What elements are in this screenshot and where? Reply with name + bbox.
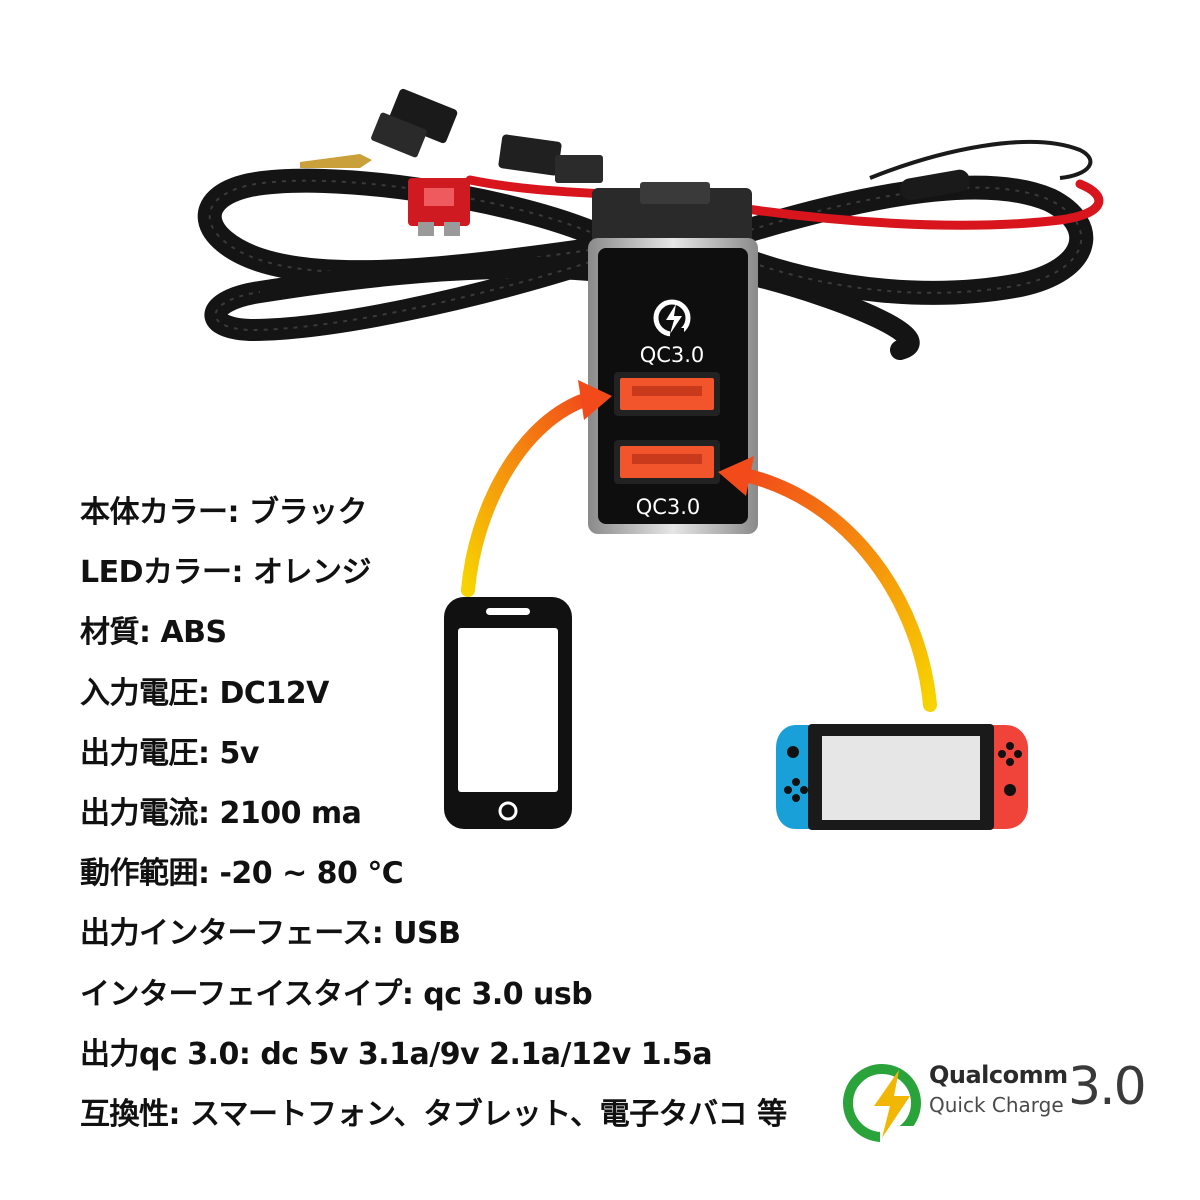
qualcomm-quick-charge-logo: Qualcomm Quick Charge 3.0 <box>842 1045 1147 1155</box>
spec-value: 5v <box>219 735 259 771</box>
spec-row: 入力電圧DC12V <box>80 671 780 731</box>
smartphone-icon <box>444 597 572 829</box>
spec-label: 本体カラー <box>80 495 249 530</box>
spec-label: 出力電流 <box>80 796 219 831</box>
spec-label: 入力電圧 <box>80 676 219 711</box>
braided-cable-left-lower <box>204 251 601 342</box>
ground-wire <box>869 139 1093 180</box>
spec-list: 本体カラーブラックLEDカラーオレンジ材質ABS入力電圧DC12V出力電圧5v出… <box>80 490 787 1152</box>
spec-value: 2100 ma <box>219 795 362 831</box>
spec-row: 互換性スマートフォン、タブレット、電子タバコ 等 <box>80 1092 787 1152</box>
spec-label: 材質 <box>80 615 160 650</box>
spec-row: 出力電圧5v <box>80 731 780 791</box>
spec-row: インターフェイスタイプqc 3.0 usb <box>80 972 780 1032</box>
spec-row: 出力qc 3.0dc 5v 3.1a/9v 2.1a/12v 1.5a <box>80 1032 780 1092</box>
spec-value: スマートフォン、タブレット、電子タバコ 等 <box>189 1096 787 1132</box>
spec-row: 本体カラーブラック <box>80 490 780 550</box>
spec-value: ABS <box>160 615 227 651</box>
spade-terminal <box>300 154 372 168</box>
red-power-wire <box>465 175 1104 230</box>
spec-label: 互換性 <box>80 1097 190 1132</box>
spec-row: 動作範囲-20 ~ 80 ℃ <box>80 851 780 911</box>
arrow-to-bottom-port <box>718 456 937 712</box>
spec-row: 出力インターフェースUSB <box>80 911 780 971</box>
usb-port-top <box>614 372 720 416</box>
logo-brand: Qualcomm <box>929 1061 1068 1089</box>
spec-label: LEDカラー <box>80 555 253 590</box>
spec-label: 出力電圧 <box>80 736 219 771</box>
braided-cable-right-lower <box>740 265 920 360</box>
spec-row: 出力電流2100 ma <box>80 791 780 851</box>
usb-charger-module: QC3.0 QC3.0 <box>588 182 758 534</box>
wiring-harness <box>197 88 1104 360</box>
quick-charge-icon <box>653 299 691 338</box>
spec-value: qc 3.0 usb <box>423 976 593 1012</box>
qualcomm-qc-logo-icon <box>843 1064 921 1144</box>
spec-value: ブラック <box>248 495 368 530</box>
spec-value: オレンジ <box>252 555 372 591</box>
usb-port-bottom <box>614 440 720 484</box>
spec-label: 出力qc 3.0 <box>80 1037 260 1072</box>
logo-product: Quick Charge <box>929 1093 1064 1117</box>
spec-row: LEDカラーオレンジ <box>80 550 780 610</box>
handheld-console-icon <box>776 724 1028 830</box>
spec-label: インターフェイスタイプ <box>80 977 423 1012</box>
spec-label: 動作範囲 <box>80 856 219 891</box>
spec-value: dc 5v 3.1a/9v 2.1a/12v 1.5a <box>260 1036 713 1072</box>
spec-label: 出力インターフェース <box>80 916 393 951</box>
spec-row: 材質ABS <box>80 610 780 670</box>
inline-fuse-holder <box>900 169 970 201</box>
blade-fuse <box>408 178 470 236</box>
logo-version: 3.0 <box>1068 1057 1147 1117</box>
arrow-to-top-port <box>461 380 612 597</box>
module-label-top: QC3.0 <box>640 343 705 367</box>
spec-value: DC12V <box>219 675 329 711</box>
spec-value: -20 ~ 80 ℃ <box>219 856 404 892</box>
spec-value: USB <box>393 916 461 952</box>
connector-top-left <box>371 88 603 183</box>
module-label-bottom: QC3.0 <box>636 495 701 519</box>
